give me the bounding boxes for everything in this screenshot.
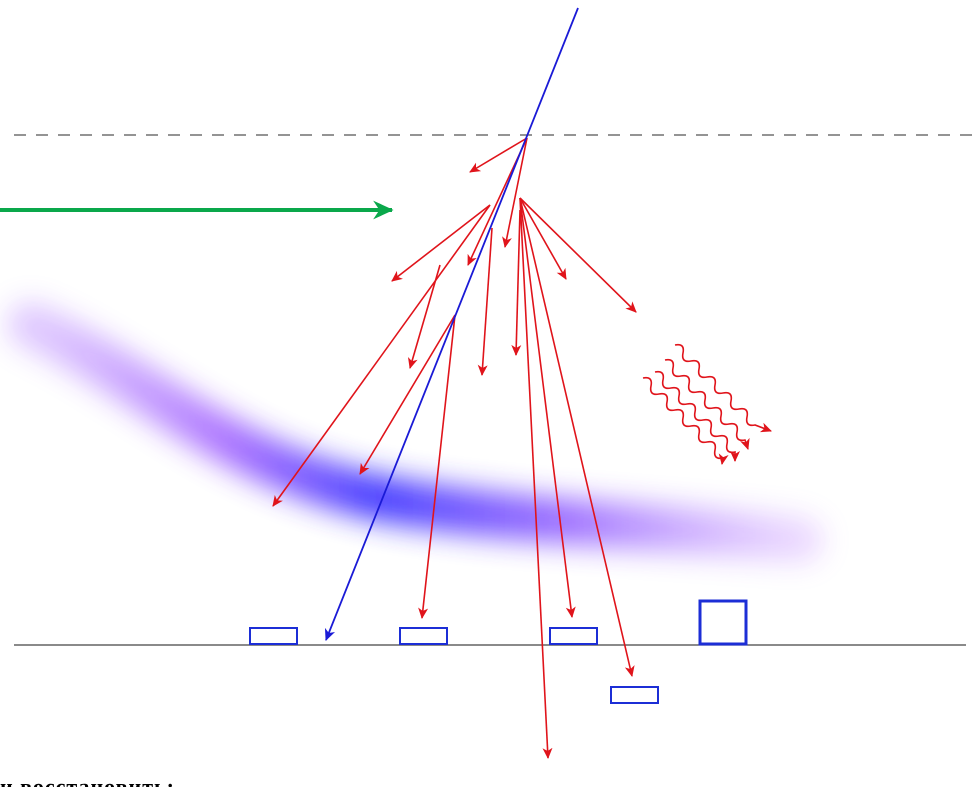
detector-box-icon xyxy=(249,627,298,645)
detector-box-icon xyxy=(399,627,448,645)
track-red-3 xyxy=(502,137,528,248)
track-red-6 xyxy=(272,204,491,507)
track-red-10 xyxy=(511,209,522,356)
primary-track xyxy=(324,7,579,642)
caption-text: и восстановить: xyxy=(0,774,175,787)
cloud-band xyxy=(7,302,823,563)
track-red-11 xyxy=(519,197,553,759)
secondary-tracks xyxy=(272,137,637,759)
wavy-photon-icon xyxy=(642,376,729,465)
track-red-14 xyxy=(519,197,567,280)
wavy-photon-icon xyxy=(654,370,740,462)
track-red-8 xyxy=(418,314,456,619)
track-red-4 xyxy=(391,204,491,282)
track-red-15 xyxy=(519,197,637,313)
caption: и восстановить: xyxy=(0,761,560,787)
detectors xyxy=(249,599,748,704)
track-red-1 xyxy=(469,137,528,173)
detector-box-icon xyxy=(698,599,748,646)
track-red-7 xyxy=(359,314,456,475)
wavy-photon-icon xyxy=(674,343,772,433)
detector-box-icon xyxy=(549,627,598,645)
photon-group xyxy=(642,343,772,465)
track-red-9 xyxy=(477,227,493,376)
track-red-12 xyxy=(519,197,576,618)
detector-box-icon xyxy=(610,686,659,704)
wavy-photon-icon xyxy=(664,358,750,450)
track-red-13 xyxy=(519,197,635,677)
